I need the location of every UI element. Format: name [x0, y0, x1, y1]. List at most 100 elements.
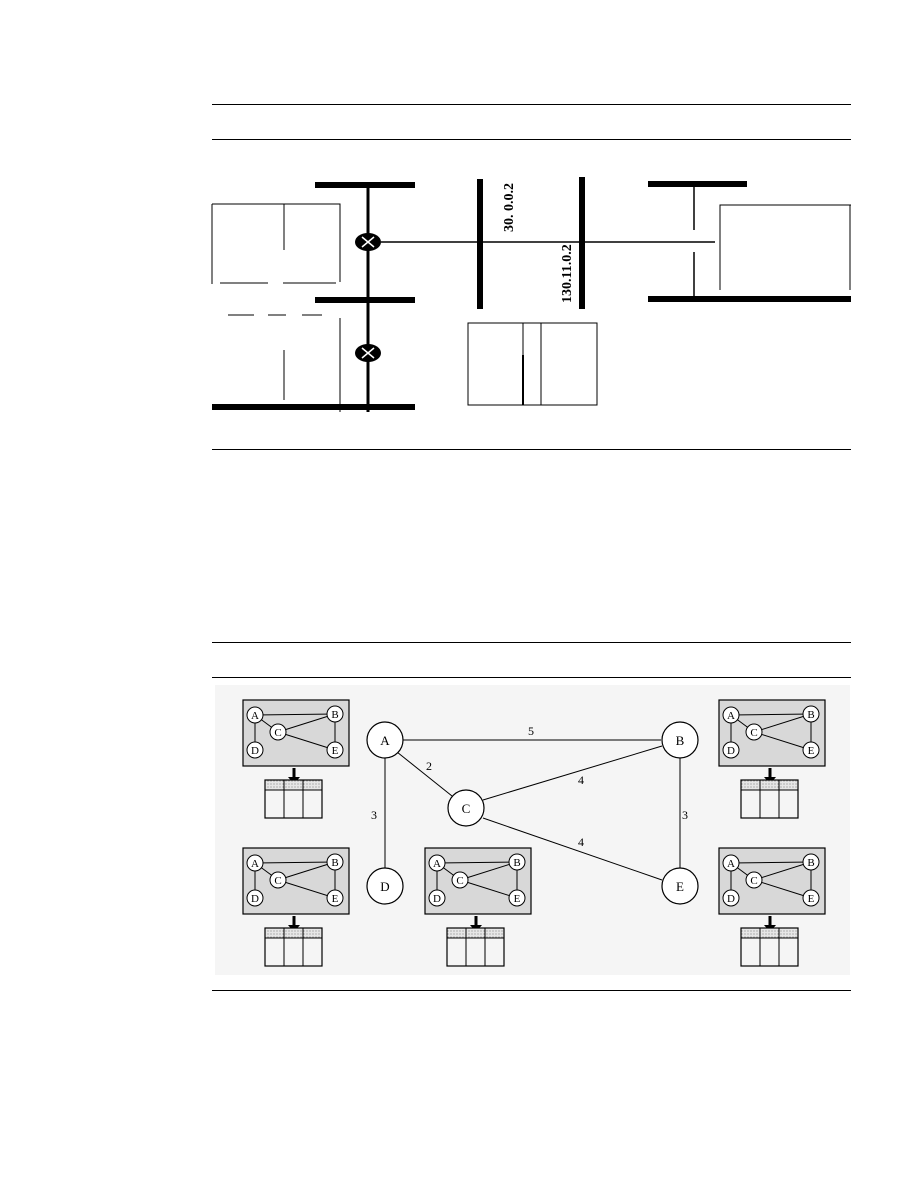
map-node: C	[451, 871, 469, 889]
link-state-map: A B C D E	[242, 699, 350, 819]
svg-text:D: D	[251, 745, 259, 757]
rule-top-2	[212, 139, 851, 140]
map-node: C	[269, 723, 287, 741]
node-e: E	[661, 867, 699, 905]
map-edge	[254, 861, 336, 864]
host-box-right	[719, 204, 851, 290]
map-edge	[277, 713, 336, 733]
link-state-database	[446, 927, 505, 967]
map-node: D	[246, 741, 264, 759]
map-edge	[753, 731, 812, 751]
map-edge	[277, 861, 336, 881]
map-node: A	[246, 854, 264, 872]
map-edge	[459, 879, 518, 899]
svg-text:C: C	[274, 875, 281, 887]
edge-weight-a-c: 2	[426, 759, 432, 773]
ip-label-30: 30. 0.0.2	[502, 183, 517, 232]
map-node: D	[722, 889, 740, 907]
edge-weight-c-e: 4	[578, 835, 584, 849]
map-node: E	[326, 741, 344, 759]
map-node: C	[745, 723, 763, 741]
map-edge	[753, 861, 812, 881]
svg-text:D: D	[251, 893, 259, 905]
svg-text:D: D	[727, 745, 735, 757]
map-node: B	[326, 705, 344, 723]
map-edge	[730, 713, 812, 716]
host-box-center	[467, 322, 598, 406]
map-edge	[753, 713, 812, 733]
svg-text:C: C	[274, 727, 281, 739]
rule-fig1-bottom	[212, 449, 851, 450]
svg-text:D: D	[727, 893, 735, 905]
svg-text:E: E	[808, 893, 815, 905]
edge-c-e	[482, 817, 663, 881]
svg-text:B: B	[807, 857, 814, 869]
svg-text:C: C	[750, 727, 757, 739]
map-node: B	[802, 705, 820, 723]
svg-text:A: A	[727, 710, 735, 722]
svg-text:A: A	[433, 858, 441, 870]
svg-text:C: C	[462, 801, 471, 816]
rule-fig2-bottom	[212, 990, 851, 991]
svg-text:B: B	[676, 733, 685, 748]
map-node: D	[722, 741, 740, 759]
svg-text:D: D	[433, 893, 441, 905]
network-bar-130	[579, 177, 585, 309]
map-node: A	[428, 854, 446, 872]
edge-weight-a-b: 5	[528, 724, 534, 738]
map-node: D	[428, 889, 446, 907]
map-node: C	[745, 871, 763, 889]
svg-text:A: A	[727, 858, 735, 870]
map-node: E	[802, 889, 820, 907]
map-node: E	[508, 889, 526, 907]
map-node: B	[508, 853, 526, 871]
map-edge	[436, 861, 518, 864]
svg-text:C: C	[750, 875, 757, 887]
svg-text:E: E	[808, 745, 815, 757]
network-bar-mid-left	[315, 297, 415, 303]
host-box-left	[212, 203, 341, 282]
svg-text:E: E	[332, 745, 339, 757]
edge-weight-b-e: 3	[682, 808, 688, 822]
map-node: E	[326, 889, 344, 907]
edge-c-b	[482, 745, 663, 801]
network-bar-bottom-right	[648, 296, 851, 302]
map-edge	[277, 879, 336, 899]
router-icon	[354, 232, 382, 252]
svg-text:D: D	[380, 879, 389, 894]
network-figure: 30. 0.0.2 130.11.0.2	[211, 177, 851, 412]
edge-weight-a-d: 3	[371, 808, 377, 822]
map-node: B	[802, 853, 820, 871]
map-edge	[254, 713, 336, 716]
svg-text:E: E	[332, 893, 339, 905]
link-state-database	[264, 927, 323, 967]
link-state-database	[740, 927, 799, 967]
map-node: D	[246, 889, 264, 907]
svg-text:A: A	[380, 733, 390, 748]
map-edge	[730, 861, 812, 864]
svg-text:C: C	[456, 875, 463, 887]
map-node: A	[246, 706, 264, 724]
link-state-map: A B C D E	[424, 847, 532, 967]
link-state-database	[740, 779, 799, 819]
svg-text:E: E	[514, 893, 521, 905]
svg-text:B: B	[331, 857, 338, 869]
node-b: B	[661, 721, 699, 759]
svg-text:B: B	[513, 857, 520, 869]
network-bar-top-left	[315, 182, 415, 188]
map-edge	[277, 731, 336, 751]
link-state-maps: A B C D E A B C D E A B C D E A B C D E A B C D E	[242, 699, 826, 967]
map-edge	[459, 861, 518, 881]
link-state-map: A B C D E	[718, 847, 826, 967]
edge-a-c	[396, 751, 453, 797]
map-node: E	[802, 741, 820, 759]
svg-text:A: A	[251, 858, 259, 870]
router-icon	[354, 343, 382, 363]
rule-top-1	[212, 104, 851, 105]
network-bar-bottom-left	[212, 404, 415, 410]
link-state-map: A B C D E	[718, 699, 826, 819]
map-node: A	[722, 706, 740, 724]
link-state-map: A B C D E	[242, 847, 350, 967]
